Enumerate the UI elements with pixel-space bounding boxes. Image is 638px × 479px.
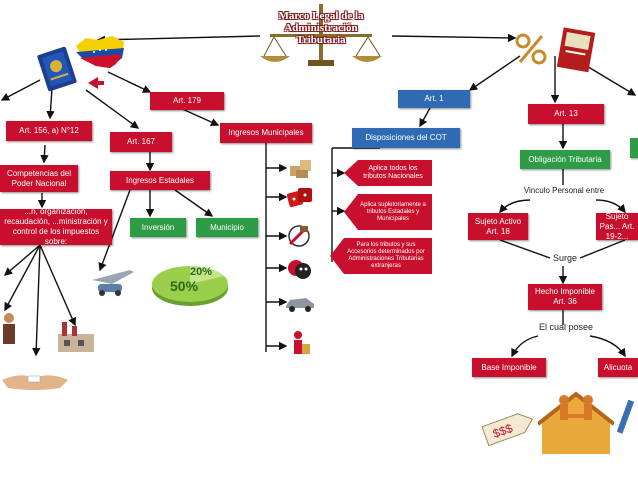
- pie-chart-icon: 20% 50%: [150, 258, 232, 308]
- scales-of-justice-icon: [258, 0, 384, 70]
- constitution-book-icon: [36, 46, 78, 92]
- node-aplica-supletoriamente[interactable]: Aplica supletoriamente a tributos Estada…: [344, 194, 432, 230]
- boxes-icon: [288, 154, 314, 180]
- price-tag-icon: $$$: [478, 408, 538, 448]
- node-hecho-imponible[interactable]: Hecho Imponible Art. 36: [528, 284, 602, 310]
- label-surge: Surge: [552, 253, 578, 263]
- node-competencias[interactable]: Competencias del Poder Nacional: [0, 165, 78, 192]
- node-ingresos-estadales[interactable]: Ingresos Estadales: [110, 171, 210, 190]
- node-base-imponible[interactable]: Base Imponible: [472, 358, 546, 377]
- node-art-1[interactable]: Art. 1: [398, 90, 470, 108]
- node-obligacion[interactable]: Obligación Tributaria: [520, 150, 610, 169]
- gavel-stamp-icon: [286, 224, 312, 248]
- node-municipio[interactable]: Municipio: [196, 218, 258, 237]
- node-disposiciones[interactable]: Disposiciones del COT: [352, 128, 460, 148]
- node-sujeto-activo[interactable]: Sujeto Activo Art. 18: [468, 213, 528, 240]
- person-money-icon: [288, 330, 312, 360]
- masks-icon: [286, 256, 312, 282]
- car-icon: [284, 294, 316, 312]
- page-title: Marco Legal de la Administración Tributa…: [278, 10, 364, 46]
- arrow-red-icon: [88, 76, 104, 89]
- dice-icon: [286, 186, 314, 210]
- venezuela-map-icon: [72, 32, 128, 72]
- node-art-156[interactable]: Art. 156, a) N°12: [6, 121, 92, 141]
- percent-icon: [514, 32, 548, 66]
- svg-text:$$$: $$$: [491, 421, 515, 441]
- node-right-partial[interactable]: [630, 138, 638, 158]
- tax-code-book-icon: [552, 26, 602, 74]
- node-ingresos-municipales[interactable]: Ingresos Municipales: [220, 123, 312, 143]
- node-art-179[interactable]: Art. 179: [150, 92, 224, 110]
- node-art-13[interactable]: Art. 13: [528, 104, 604, 124]
- handshake-icon: [0, 366, 70, 392]
- plane-car-icon: [86, 262, 138, 298]
- tools-icon: [614, 398, 638, 438]
- node-art-167[interactable]: Art. 167: [110, 132, 172, 152]
- node-sujeto-pasivo[interactable]: Sujeto Pas... Art. 19-2...: [596, 212, 638, 241]
- people-icon: [0, 312, 18, 352]
- node-aplica-todos[interactable]: Aplica todos los tributos Nacionales: [344, 160, 432, 186]
- factory-icon: [54, 320, 98, 354]
- node-para-tributos[interactable]: Para los tributos y sus Accesorios deter…: [330, 238, 432, 274]
- node-inversion[interactable]: Inversión: [130, 218, 186, 237]
- node-alicuota[interactable]: Alicuota: [598, 358, 638, 377]
- house-deal-icon: [536, 380, 616, 460]
- node-organizacion[interactable]: ...n, organización, recaudación, ...mini…: [0, 207, 112, 246]
- label-cual-posee: El cual posee: [538, 322, 594, 332]
- pie-label-20: 20%: [190, 266, 213, 278]
- label-vinculo: Vinculo Personal entre: [523, 186, 605, 195]
- pie-label-50: 50%: [170, 278, 199, 294]
